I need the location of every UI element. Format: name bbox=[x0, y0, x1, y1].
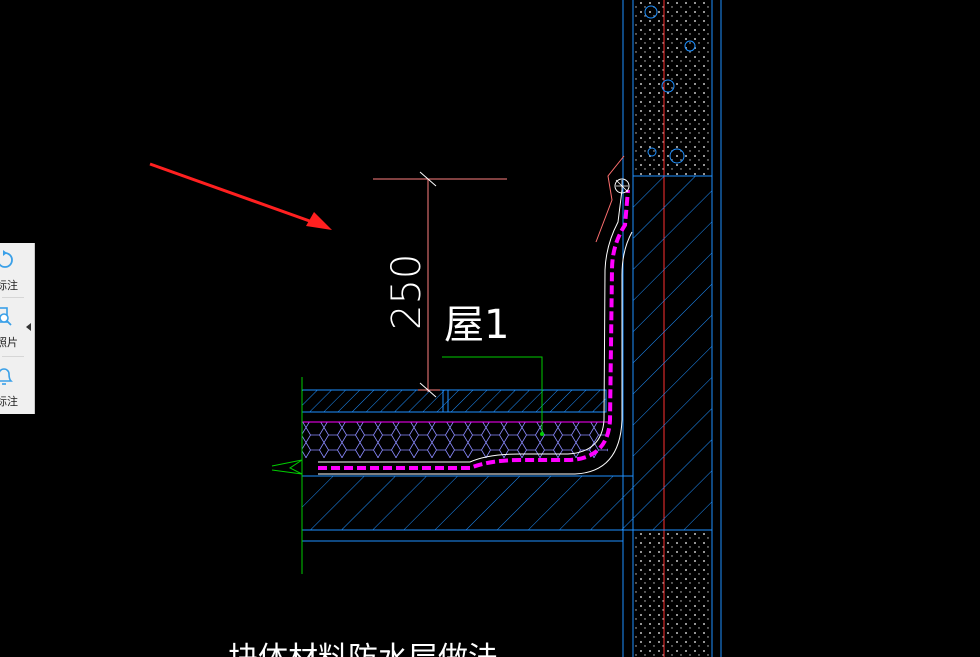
refresh-annotate-icon bbox=[0, 249, 14, 271]
red-arrow-annotation bbox=[149, 162, 332, 230]
layer-label: 屋1 bbox=[444, 302, 509, 348]
side-tool-panel: 标注 照片 标注 bbox=[0, 243, 35, 414]
side-item-label: 标注 bbox=[0, 395, 18, 408]
side-item-annotate[interactable]: 标注 bbox=[0, 247, 28, 297]
wall-column bbox=[622, 0, 722, 657]
floor-slab bbox=[271, 377, 633, 657]
leader-line bbox=[442, 356, 544, 436]
bottom-text: 块体材料防水层做法 bbox=[228, 641, 498, 657]
side-item-label: 照片 bbox=[0, 336, 18, 349]
collapse-left-icon[interactable] bbox=[26, 323, 31, 331]
photo-search-icon bbox=[0, 306, 14, 328]
divider bbox=[2, 297, 24, 298]
dimension-value: 250 bbox=[384, 254, 430, 330]
waterproof-membrane bbox=[318, 155, 633, 475]
dimension-250: 250 bbox=[373, 171, 507, 398]
side-item-label: 标注 bbox=[0, 279, 18, 292]
divider bbox=[2, 356, 24, 357]
side-item-annotate-2[interactable]: 标注 bbox=[0, 363, 28, 413]
side-item-photo[interactable]: 照片 bbox=[0, 304, 28, 354]
bell-annotate-icon bbox=[0, 365, 14, 387]
